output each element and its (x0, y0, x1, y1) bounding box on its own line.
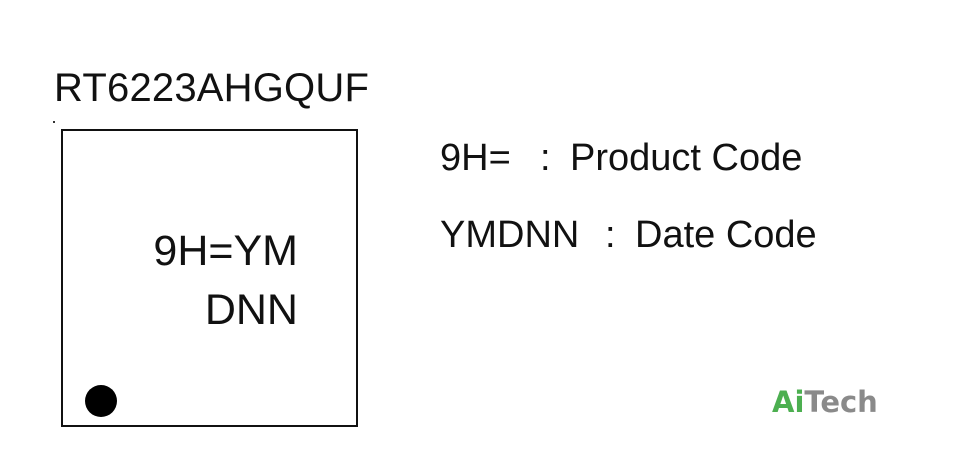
marking-line-1: 9H=YM (153, 227, 298, 275)
legend-code: 9H= (440, 137, 511, 179)
legend-code: YMDNN (440, 214, 580, 256)
pin1-indicator-dot (85, 385, 117, 417)
part-number: RT6223AHGQUF (54, 66, 370, 110)
logo-part-tech: Tech (804, 385, 878, 419)
legend-separator: : (540, 137, 551, 179)
legend-row-product-code: 9H=: Product Code (440, 135, 802, 181)
logo-part-ai: Ai (772, 385, 805, 419)
legend-row-date-code: YMDNN: Date Code (440, 212, 817, 258)
aitech-logo: AiTech (772, 384, 878, 420)
legend-separator: : (605, 214, 616, 256)
marking-line-2: DNN (204, 286, 298, 334)
legend-description: Product Code (570, 137, 803, 179)
legend-description: Date Code (635, 214, 817, 256)
stray-mark (53, 121, 55, 123)
ic-package-outline: 9H=YM DNN (61, 129, 358, 427)
